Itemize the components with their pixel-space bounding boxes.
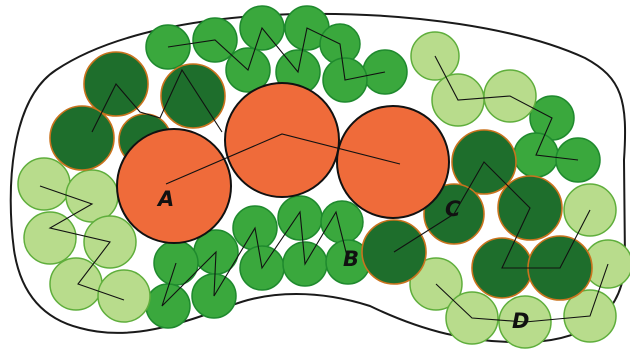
label-a: A — [156, 187, 174, 211]
label-b: B — [343, 247, 359, 271]
orange-ball-center — [225, 83, 339, 197]
orange-ball-a — [117, 129, 231, 243]
light-ball — [98, 270, 150, 322]
dark-ball — [50, 106, 114, 170]
light-ball — [18, 158, 70, 210]
mid-ball — [146, 284, 190, 328]
mid-ball — [278, 196, 322, 240]
light-ball — [24, 212, 76, 264]
label-d: D — [512, 309, 529, 333]
label-c: C — [445, 197, 461, 221]
light-ball — [50, 258, 102, 310]
